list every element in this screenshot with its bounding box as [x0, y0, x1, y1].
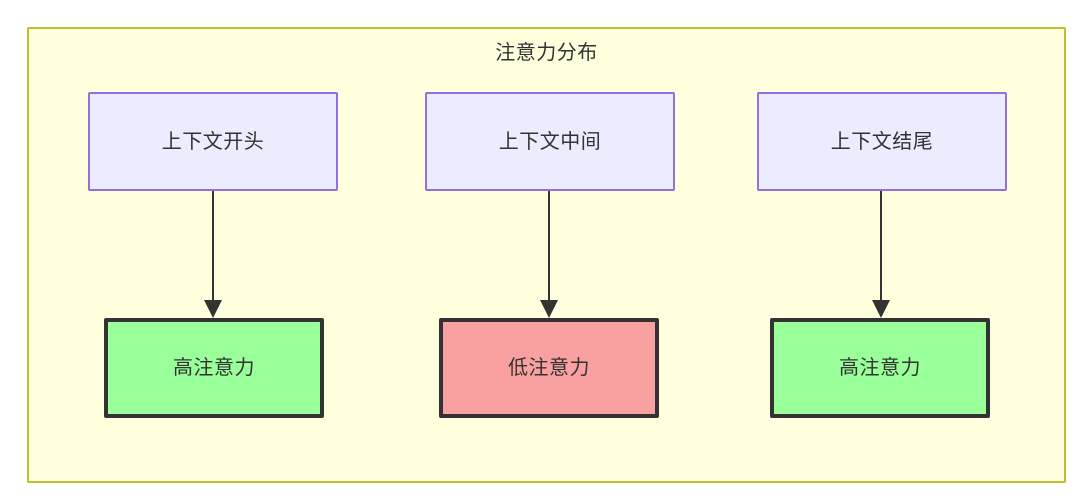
node-attention-high-end[interactable]: 高注意力 — [770, 318, 990, 418]
subgraph-title: 注意力分布 — [495, 42, 598, 64]
node-context-start-label: 上下文开头 — [161, 130, 265, 153]
node-context-middle[interactable]: 上下文中间 — [425, 92, 675, 191]
node-attention-low-middle-label: 低注意力 — [508, 357, 590, 379]
node-context-middle-label: 上下文中间 — [498, 130, 602, 153]
node-attention-low-middle[interactable]: 低注意力 — [439, 318, 659, 418]
node-attention-high-start[interactable]: 高注意力 — [104, 318, 324, 418]
node-context-end-label: 上下文结尾 — [830, 130, 934, 153]
node-context-end[interactable]: 上下文结尾 — [757, 92, 1007, 191]
node-attention-high-end-label: 高注意力 — [839, 357, 921, 379]
node-attention-high-start-label: 高注意力 — [173, 357, 255, 379]
node-context-start[interactable]: 上下文开头 — [88, 92, 338, 191]
